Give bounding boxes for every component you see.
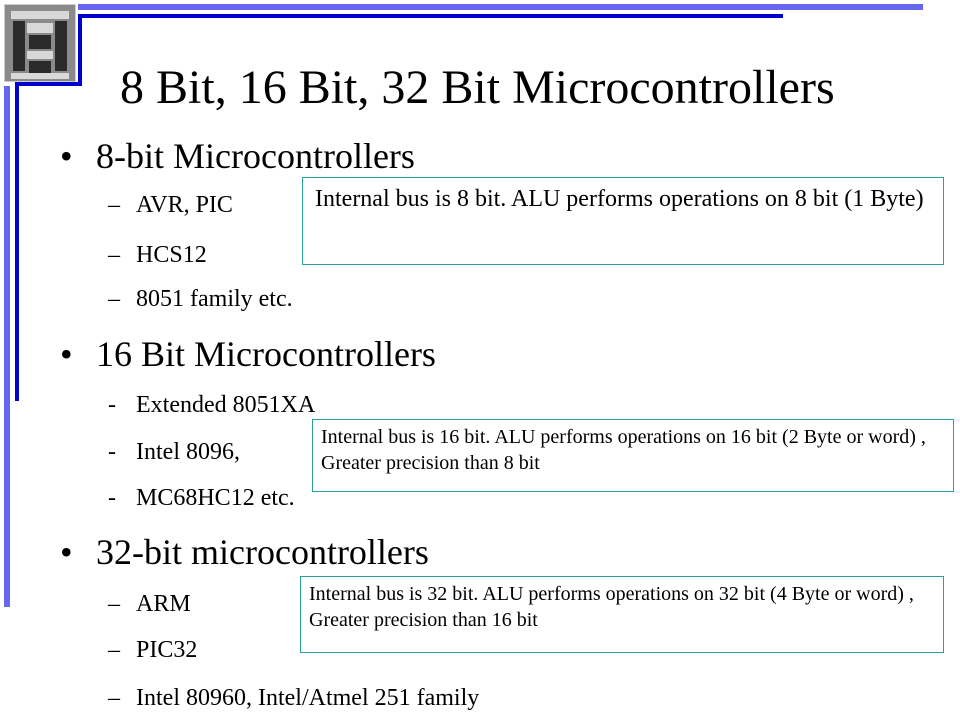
top-border-light (78, 4, 923, 10)
section-heading-8bit: •8-bit Microcontrollers (60, 136, 415, 176)
list-item: -MC68HC12 etc. (108, 485, 295, 511)
list-item: –AVR, PIC (108, 192, 233, 218)
top-border-dark (78, 14, 783, 18)
list-item: –HCS12 (108, 242, 207, 268)
list-item: –8051 family etc. (108, 286, 293, 312)
slide-title: 8 Bit, 16 Bit, 32 Bit Microcontrollers (120, 61, 835, 114)
left-border-light (4, 86, 10, 607)
list-item: -Extended 8051XA (108, 392, 316, 418)
note-box-16bit: Internal bus is 16 bit. ALU performs ope… (312, 419, 954, 492)
note-box-32bit: Internal bus is 32 bit. ALU performs ope… (300, 576, 944, 653)
chip-die-logo (4, 4, 76, 82)
bullet-icon: • (60, 334, 73, 374)
corner-frame-v (78, 14, 82, 86)
bullet-icon: • (60, 136, 73, 176)
section-heading-16bit: •16 Bit Microcontrollers (60, 334, 436, 374)
corner-frame-h (15, 82, 82, 86)
list-item: –ARM (108, 591, 191, 617)
list-item: –PIC32 (108, 637, 198, 663)
note-box-8bit: Internal bus is 8 bit. ALU performs oper… (302, 177, 944, 265)
section-heading-32bit: •32-bit microcontrollers (60, 532, 429, 572)
bullet-icon: • (60, 532, 73, 572)
list-item: –Intel 80960, Intel/Atmel 251 family (108, 685, 480, 711)
left-border-dark (15, 86, 19, 401)
list-item: -Intel 8096, (108, 439, 240, 465)
